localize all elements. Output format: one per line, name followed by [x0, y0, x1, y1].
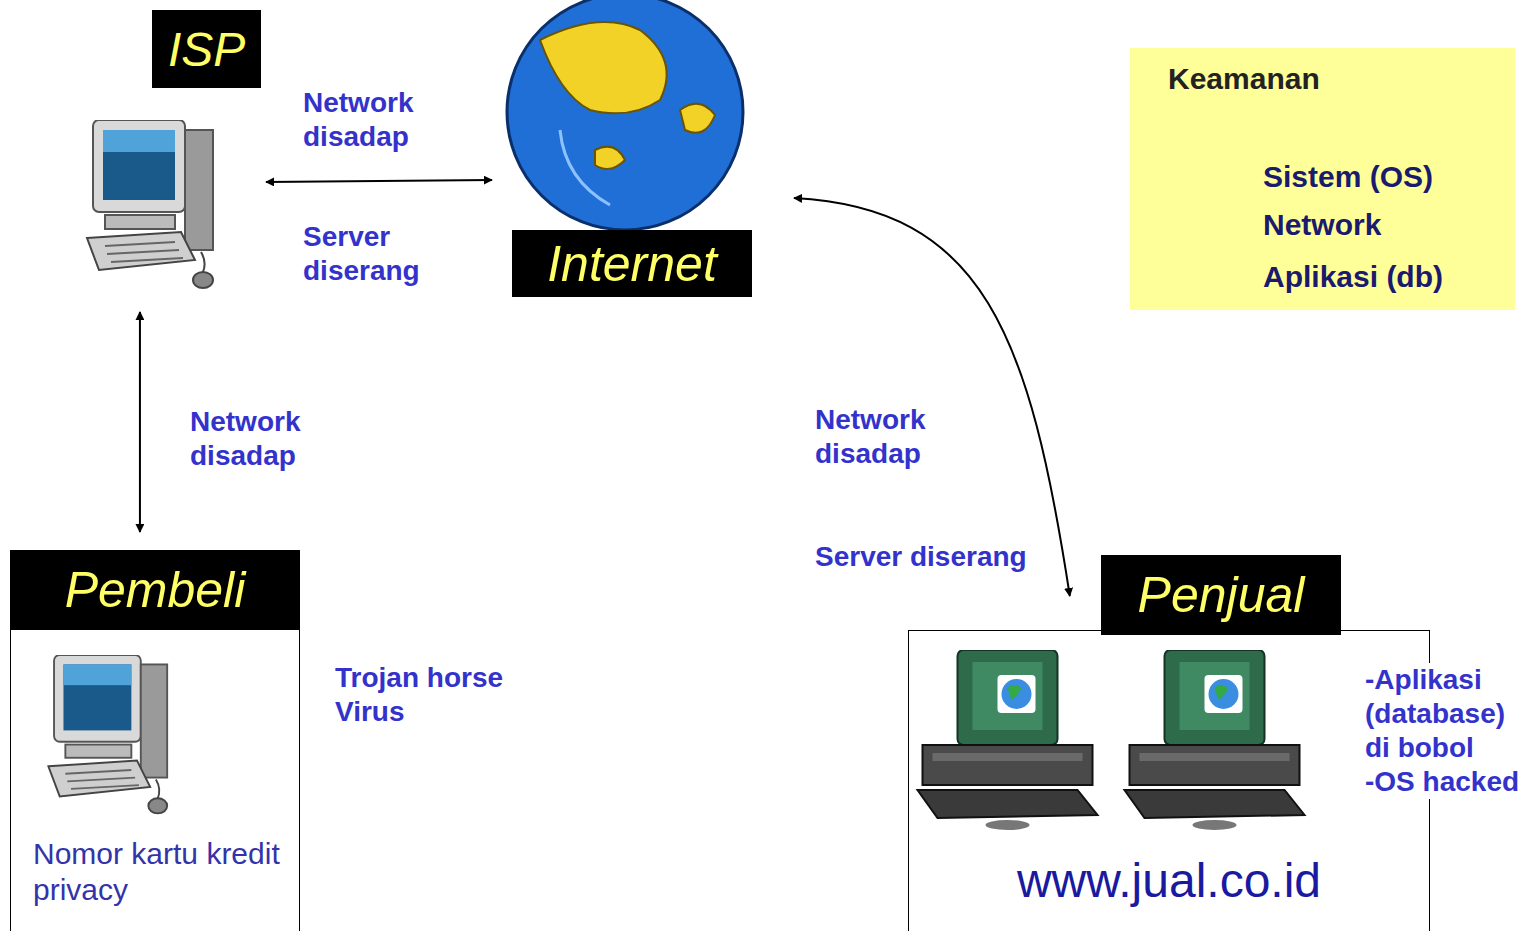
list-item: Network [1263, 208, 1381, 242]
site-url: www.jual.co.id [909, 853, 1429, 908]
list-item: Sistem (OS) [1263, 160, 1433, 194]
node-title: Penjual [1101, 555, 1341, 635]
security-box: KeamananSistem (OS) NetworkAplikasi (db) [1130, 48, 1515, 310]
node-title: ISP [152, 10, 261, 88]
node-title: Pembeli [10, 550, 300, 630]
connector [794, 198, 1070, 596]
seller-server [1125, 650, 1305, 830]
connector [266, 180, 492, 182]
seller-server [918, 650, 1098, 830]
isp-computer [87, 120, 213, 288]
buyer-box: PembeliNomor kartu kredit privacy [10, 550, 300, 931]
annotation: -OS hacked [1365, 765, 1519, 799]
annotation: Server diserang [303, 220, 453, 288]
globe [507, 0, 743, 230]
internet-node: Internet [490, 0, 760, 300]
annotation: Trojan horse Virus [335, 661, 535, 729]
list-item: Aplikasi (db) [1263, 260, 1443, 294]
note-text: Nomor kartu kredit privacy [33, 836, 295, 908]
seller-box: Penjualwww.jual.co.id [908, 630, 1430, 931]
edge-label: Network disadap [190, 405, 340, 473]
isp-node: ISP [80, 8, 260, 298]
node-title: Internet [512, 230, 752, 297]
box-heading: Keamanan [1168, 62, 1320, 96]
annotation: -Aplikasi (database) di bobol [1365, 663, 1535, 765]
connector [139, 312, 141, 532]
buyer-computer [48, 655, 167, 813]
edge-label: Network disadap [303, 86, 453, 154]
edge-label: Network disadap [815, 403, 965, 471]
annotation: Server diserang [815, 540, 1027, 574]
